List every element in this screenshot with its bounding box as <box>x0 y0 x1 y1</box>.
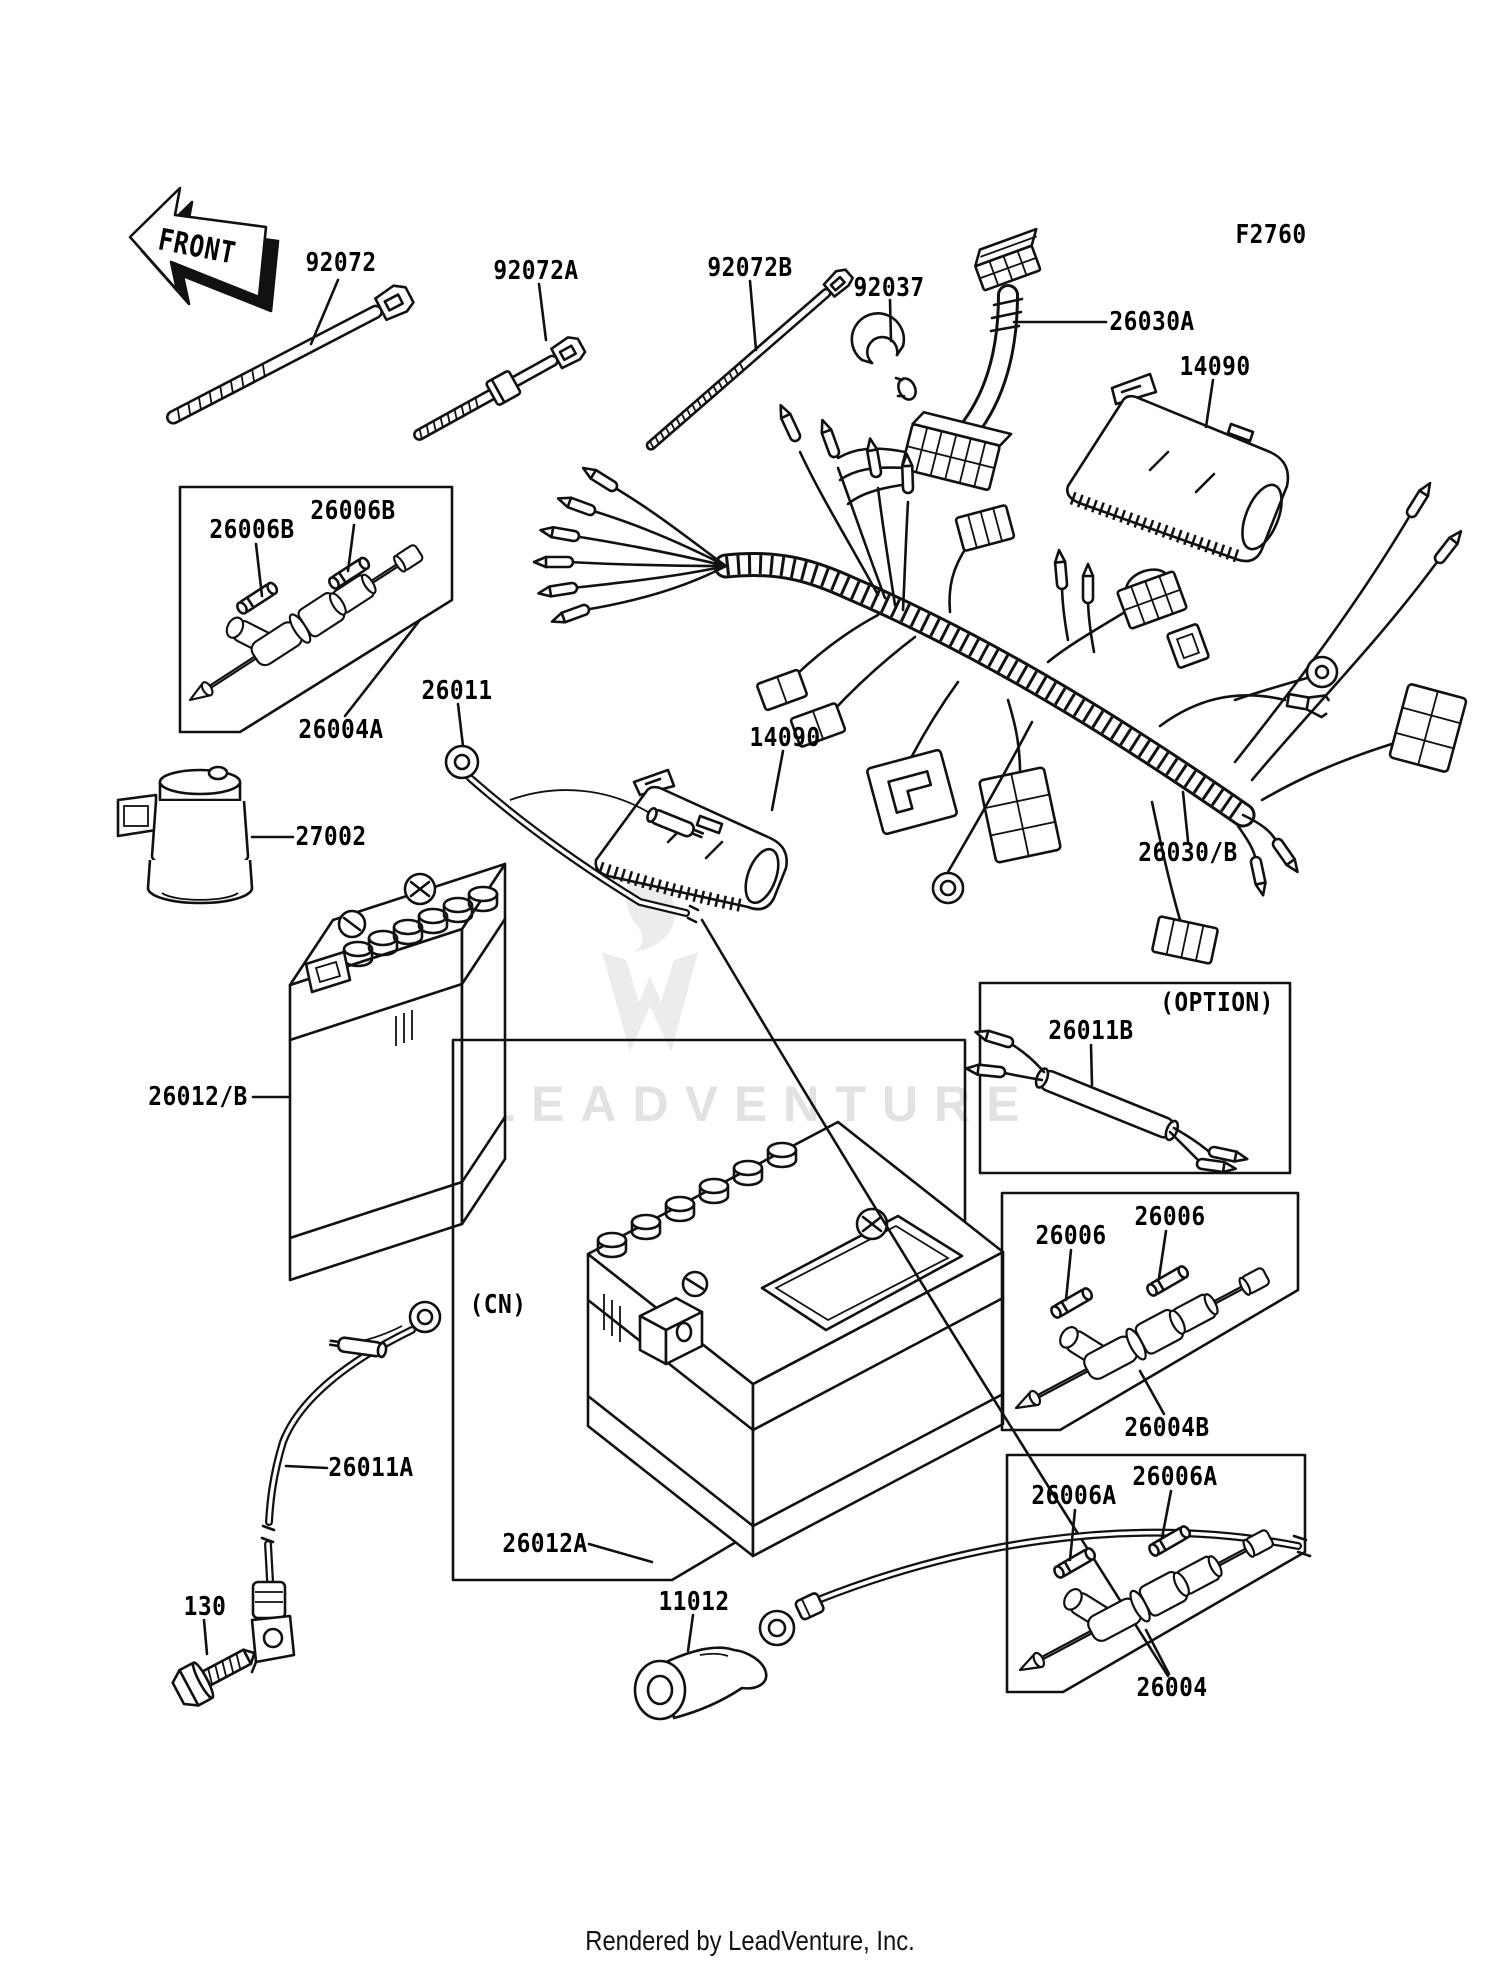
option-box-26011b <box>964 981 1292 1175</box>
part-label-92037: 92037 <box>853 273 925 303</box>
part-label-11012: 11012 <box>658 1587 730 1617</box>
battery-26012a <box>586 1120 1005 1558</box>
part-label-26004b: 26004B <box>1124 1413 1210 1443</box>
part-label-26011b: 26011B <box>1048 1016 1134 1046</box>
part-label-14090-mid: 14090 <box>749 723 821 753</box>
fuse-box-26004 <box>995 1453 1307 1694</box>
front-arrow <box>128 186 280 313</box>
cable-tie-92072b <box>645 268 854 451</box>
battery-26012b <box>288 862 507 1282</box>
part-label-26006a-right: 26006A <box>1132 1462 1218 1492</box>
ground-cable-26011a <box>250 1300 442 1674</box>
watermark-text: LEADVENTURE <box>484 1076 1036 1132</box>
part-label-27002: 27002 <box>295 822 367 852</box>
main-harness-26030b <box>532 401 1468 965</box>
part-label-26004a: 26004A <box>298 715 384 745</box>
part-label-130: 130 <box>183 1592 227 1622</box>
starter-relay-27002 <box>116 765 254 905</box>
part-label-14090-top: 14090 <box>1179 352 1251 382</box>
part-label-26030b: 26030/B <box>1138 838 1238 868</box>
terminal-cap-11012 <box>633 1646 768 1721</box>
leader-lines <box>202 278 1215 1676</box>
footer-credit: Rendered by LeadVenture, Inc. <box>585 1925 915 1956</box>
cover-14090-top <box>1066 372 1290 564</box>
fuse-box-26004b <box>991 1191 1300 1432</box>
part-label-26011: 26011 <box>421 676 493 706</box>
part-label-26012b: 26012/B <box>148 1082 248 1112</box>
bolt-130 <box>171 1648 256 1707</box>
part-label-92072b: 92072B <box>707 253 793 283</box>
cable-tie-92072 <box>166 284 415 425</box>
cable-tie-92072a <box>413 336 587 441</box>
part-label-26011a: 26011A <box>328 1453 414 1483</box>
part-label-26006b-left: 26006B <box>209 515 295 545</box>
part-label-26006-right: 26006 <box>1134 1202 1206 1232</box>
part-label-26004: 26004 <box>1136 1673 1208 1703</box>
part-label-26012a: 26012A <box>502 1529 588 1559</box>
fuse-box-26004a <box>162 485 454 734</box>
battery-cable-bottom <box>758 1528 1312 1647</box>
clamp-92037 <box>850 312 917 401</box>
part-label-92072: 92072 <box>305 248 377 278</box>
part-label-26006a-left: 26006A <box>1031 1481 1117 1511</box>
part-label-26030a: 26030A <box>1109 307 1195 337</box>
harness-26030a <box>836 227 1042 506</box>
part-label-26006-left: 26006 <box>1035 1221 1107 1251</box>
option-label: (OPTION) <box>1160 988 1274 1018</box>
figure-code-label: F2760 <box>1235 220 1307 250</box>
cn-label: (CN) <box>469 1290 527 1320</box>
part-label-26006b-right: 26006B <box>310 496 396 526</box>
part-label-92072a: 92072A <box>493 256 579 286</box>
